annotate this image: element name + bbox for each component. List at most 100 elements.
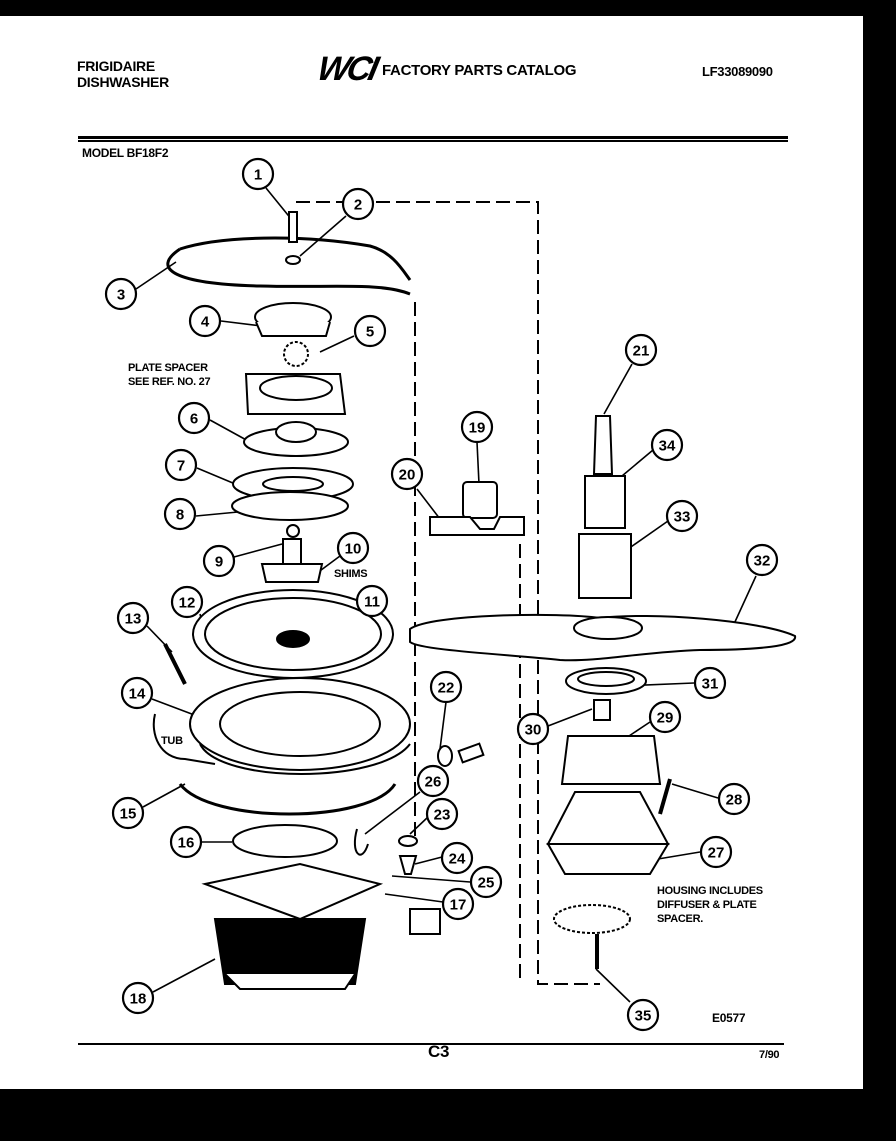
- callout-number: 10: [345, 541, 362, 558]
- callout-number: 7: [177, 458, 185, 475]
- callout-circle: [460, 410, 494, 444]
- brand-name: FRIGIDAIRE: [77, 58, 155, 74]
- callout-10: 10: [336, 531, 370, 565]
- callout-19: 19: [460, 410, 494, 444]
- callout-23: 23: [425, 797, 459, 831]
- tub-label: TUB: [161, 735, 183, 747]
- callout-circle: [202, 544, 236, 578]
- callout-number: 33: [674, 509, 691, 526]
- shims-label: SHIMS: [334, 568, 368, 580]
- callout-2: 2: [341, 187, 375, 221]
- callout-circle: [336, 531, 370, 565]
- callout-circle: [650, 428, 684, 462]
- callout-5: 5: [353, 314, 387, 348]
- callout-number: 29: [657, 710, 674, 727]
- callout-circle: [177, 401, 211, 435]
- callout-33: 33: [665, 499, 699, 533]
- callout-circle: [429, 670, 463, 704]
- model-label: MODEL BF18F2: [82, 146, 169, 160]
- plate-spacer-note: PLATE SPACER SEE REF. NO. 27: [128, 361, 211, 389]
- callout-circle: [624, 333, 658, 367]
- housing-note: HOUSING INCLUDES DIFFUSER & PLATE SPACER…: [657, 884, 763, 926]
- callout-number: 31: [702, 676, 719, 693]
- callout-circle: [665, 499, 699, 533]
- callout-circle: [745, 543, 779, 577]
- callout-circle: [121, 981, 155, 1015]
- part-drawings: [152, 211, 797, 990]
- callout-32: 32: [745, 543, 779, 577]
- callout-11: 11: [355, 584, 389, 618]
- callout-24: 24: [440, 841, 474, 875]
- callout-17: 17: [441, 887, 475, 921]
- callout-circle: [626, 998, 660, 1032]
- callout-circle: [516, 712, 550, 746]
- callout-number: 6: [190, 411, 198, 428]
- callout-number: 17: [450, 897, 467, 914]
- callout-9: 9: [202, 544, 236, 578]
- callout-6: 6: [177, 401, 211, 435]
- part-callouts: 1234567891011121314151617181920212223242…: [104, 157, 779, 1032]
- callout-circle: [120, 676, 154, 710]
- callout-circle: [416, 764, 450, 798]
- callout-12: 12: [170, 585, 204, 619]
- callout-circle: [390, 457, 424, 491]
- callout-circle: [425, 797, 459, 831]
- callout-4: 4: [188, 304, 222, 338]
- callout-number: 30: [525, 722, 542, 739]
- callout-circle: [116, 601, 150, 635]
- heating-element: [166, 236, 412, 296]
- callout-35: 35: [626, 998, 660, 1032]
- callout-number: 4: [201, 314, 210, 331]
- header-rule-secondary: [78, 140, 788, 142]
- callout-circle: [693, 666, 727, 700]
- callout-circle: [241, 157, 275, 191]
- callout-number: 1: [254, 167, 262, 184]
- callout-number: 3: [117, 287, 125, 304]
- wci-logo: WCI: [314, 50, 380, 88]
- callout-circle: [648, 700, 682, 734]
- callout-circle: [717, 782, 751, 816]
- callout-number: 19: [469, 420, 486, 437]
- callout-14: 14: [120, 676, 154, 710]
- callout-34: 34: [650, 428, 684, 462]
- callout-1: 1: [241, 157, 275, 191]
- callout-circle: [469, 865, 503, 899]
- callout-7: 7: [164, 448, 198, 482]
- callout-25: 25: [469, 865, 503, 899]
- callout-number: 32: [754, 553, 771, 570]
- callout-number: 16: [178, 835, 195, 852]
- page-code: C3: [428, 1042, 450, 1061]
- callout-number: 23: [434, 807, 451, 824]
- callout-number: 20: [399, 467, 416, 484]
- callout-circle: [104, 277, 138, 311]
- callout-number: 14: [129, 686, 146, 703]
- callout-circle: [164, 448, 198, 482]
- plate-spacer-note-line2: SEE REF. NO. 27: [128, 376, 211, 388]
- footer-rule: [78, 1043, 784, 1045]
- callout-number: 25: [478, 875, 495, 892]
- callout-26: 26: [416, 764, 450, 798]
- callout-27: 27: [699, 835, 733, 869]
- callout-number: 12: [179, 595, 196, 612]
- revision-date: 7/90: [759, 1049, 780, 1061]
- callout-8: 8: [163, 497, 197, 531]
- housing-note-line1: HOUSING INCLUDES: [657, 885, 763, 897]
- callout-number: 21: [633, 343, 650, 360]
- callout-30: 30: [516, 712, 550, 746]
- callout-number: 34: [659, 438, 676, 455]
- drawing-number: E0577: [712, 1011, 746, 1025]
- callout-15: 15: [111, 796, 145, 830]
- callout-number: 9: [215, 554, 223, 571]
- callout-number: 5: [366, 324, 374, 341]
- brand-block: FRIGIDAIRE DISHWASHER: [77, 58, 169, 90]
- callout-number: 18: [130, 991, 147, 1008]
- callout-circle: [441, 887, 475, 921]
- plate-spacer-note-line1: PLATE SPACER: [128, 362, 208, 374]
- callout-number: 28: [726, 792, 743, 809]
- catalog-title: FACTORY PARTS CATALOG: [382, 62, 577, 79]
- callout-3: 3: [104, 277, 138, 311]
- callout-circle: [111, 796, 145, 830]
- callout-number: 22: [438, 680, 455, 697]
- callout-31: 31: [693, 666, 727, 700]
